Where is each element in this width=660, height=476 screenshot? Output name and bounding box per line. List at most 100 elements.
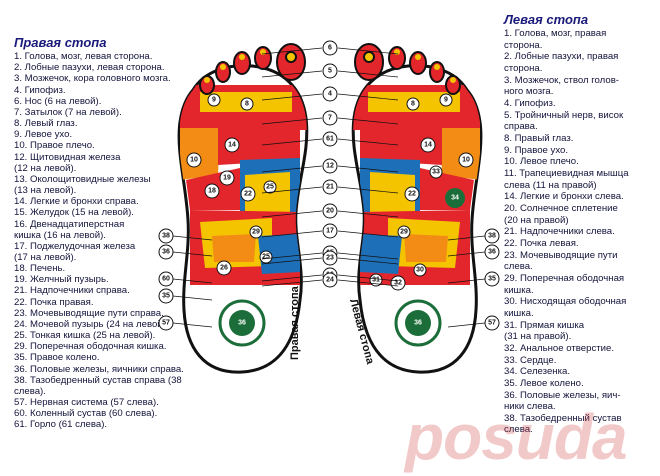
left-side-number-57: 57 — [162, 320, 170, 327]
right_foot-item: 1. Голова, мозг, левая сторона. — [14, 51, 153, 63]
left_foot-item: сторона. — [504, 39, 543, 51]
right-side-callout-57: 57 — [447, 315, 500, 331]
left-toe-4-dot — [434, 64, 440, 70]
left-num-29: 29 — [400, 229, 408, 236]
center-number-12: 12 — [326, 163, 334, 170]
left-num-22: 22 — [408, 191, 416, 198]
center-number-17: 17 — [326, 228, 334, 235]
right-num-14: 14 — [228, 142, 236, 149]
left_foot-item: 2. Лобные пазухи, правая — [504, 51, 619, 63]
center-number-7: 7 — [328, 115, 332, 122]
left_foot-item: 31. Прямая кишка — [504, 319, 585, 331]
left_foot-item: 34. Селезенка. — [504, 366, 571, 378]
right-num-18: 18 — [208, 188, 216, 195]
right_foot-item: 3. Мозжечок, кора головного мозга. — [14, 73, 171, 85]
left-toe-2 — [388, 46, 406, 70]
left_foot-item: 4. Гипофиз. — [504, 98, 556, 110]
center-number-20: 20 — [326, 208, 334, 215]
left-side-callout-38: 38 — [158, 228, 213, 244]
left-heel-green-dot — [405, 310, 431, 336]
left-num-34: 34 — [451, 195, 459, 202]
right_foot-item: 23. Мочевыводящие пути справа. — [14, 307, 164, 319]
left_foot-item: 10. Левое плечо. — [504, 156, 579, 168]
right-zone-numbers: 9 8 10 14 19 18 22 25 26 29 25 — [186, 93, 277, 276]
left_foot-item: 5. Тройничный нерв, висок — [504, 109, 624, 121]
right-toe-2 — [254, 46, 272, 70]
right-zone-red-lung — [218, 122, 300, 165]
left-num-9: 9 — [444, 97, 448, 104]
right_foot-item: 36. Половые железы, яичники справа. — [14, 363, 184, 375]
right-num-19: 19 — [223, 175, 231, 182]
left-toe-4 — [429, 61, 445, 83]
left_foot-item: 3. Мозжечок, ствол голов- — [504, 74, 620, 86]
right_foot-item: 16. Двенадцатиперстная — [14, 218, 125, 230]
right_foot-item: 6. Нос (6 на левой). — [14, 95, 102, 107]
center-callout-6: 6 — [261, 40, 399, 56]
left-zone-numbers: 9 8 10 14 22 33 29 30 32 31 — [369, 93, 474, 291]
right_foot-item: 4. Гипофиз. — [14, 84, 66, 96]
right_foot-item: 15. Желудок (15 на левой). — [14, 207, 134, 219]
right-big-toe-center — [285, 51, 297, 63]
right-side-number-35: 35 — [488, 276, 496, 283]
left_foot-item: кишка. — [504, 307, 534, 319]
left-side-number-38: 38 — [162, 233, 170, 240]
left_foot-item: 32. Анальное отверстие. — [504, 342, 614, 354]
right-toes — [199, 43, 306, 95]
right_foot-item: 60. Коленный сустав (60 слева). — [14, 408, 158, 420]
left-zone-blue-bladder — [360, 234, 402, 274]
left_foot-item: 36. Половые железы, яич- — [504, 389, 621, 401]
left-side-callout-36: 36 — [158, 244, 213, 260]
right-side-callout-36: 36 — [447, 244, 500, 260]
left_foot-item: 33. Сердце. — [504, 354, 557, 366]
left_foot-item: 22. Почка левая. — [504, 237, 579, 249]
left-toe-5 — [445, 75, 461, 95]
watermark-text: posuda — [405, 401, 628, 473]
right-num-25-top: 25 — [266, 184, 274, 191]
right_foot-item: (12 на левой). — [14, 162, 77, 174]
right-num-25: 25 — [262, 254, 270, 261]
right-toe-5-dot — [204, 77, 210, 83]
right_foot-item: (13 на левой). — [14, 185, 77, 197]
right-toe-3-dot — [239, 54, 245, 60]
left-toes — [354, 43, 461, 95]
center-callout-4: 4 — [261, 86, 399, 102]
right-heel-number: 36 — [238, 320, 246, 327]
right_foot-item: 19. Желчный пузырь. — [14, 274, 109, 286]
right-num-29: 29 — [252, 229, 260, 236]
right_foot-item: 25. Тонкая кишка (25 на левой). — [14, 330, 156, 342]
center-callout-5: 5 — [261, 63, 399, 79]
left-zone-orange-colon — [404, 234, 448, 262]
right-num-22: 22 — [244, 191, 252, 198]
right_foot-item: 13. Околощитовидные железы — [14, 173, 151, 185]
left_foot-item: кишка. — [504, 284, 534, 296]
left-side-number-36: 36 — [162, 249, 170, 256]
center-callout-21: 21 — [261, 179, 399, 195]
right-side-number-38: 38 — [488, 233, 496, 240]
left-num-8: 8 — [411, 101, 415, 108]
legend-right-title: Правая стопа — [14, 35, 107, 50]
center-number-24: 24 — [326, 277, 334, 284]
left_foot-item: 35. Левое колено. — [504, 377, 584, 389]
left-side-callout-60: 60 — [158, 271, 213, 287]
right_foot-item: 7. Затылок (7 на левой). — [14, 106, 122, 118]
center-callout-7: 7 — [261, 110, 399, 126]
left_foot-item: ного мозга. — [504, 86, 554, 98]
center-number-5: 5 — [328, 68, 332, 75]
left_foot-item: 20. Солнечное сплетение — [504, 203, 618, 214]
right_foot-item: 17. Поджелудочная железа — [14, 240, 136, 252]
left-zone-orange-shoulder — [440, 128, 480, 180]
right-toe-5 — [199, 75, 215, 95]
left_foot-item: (31 на правой). — [504, 331, 572, 343]
center-callouts: 6547611221201715162324 — [261, 40, 399, 288]
right-num-9: 9 — [212, 97, 216, 104]
left_foot-item: 21. Надпочечники слева. — [504, 226, 615, 238]
right_foot-item: 57. Нервная система (57 слева). — [14, 397, 159, 408]
left-toe-3 — [409, 51, 427, 75]
left-num-10: 10 — [462, 157, 470, 164]
left_foot-item: справа. — [504, 121, 538, 133]
left-foot: 34 36 9 8 10 14 22 33 29 30 32 31 — [351, 43, 483, 374]
